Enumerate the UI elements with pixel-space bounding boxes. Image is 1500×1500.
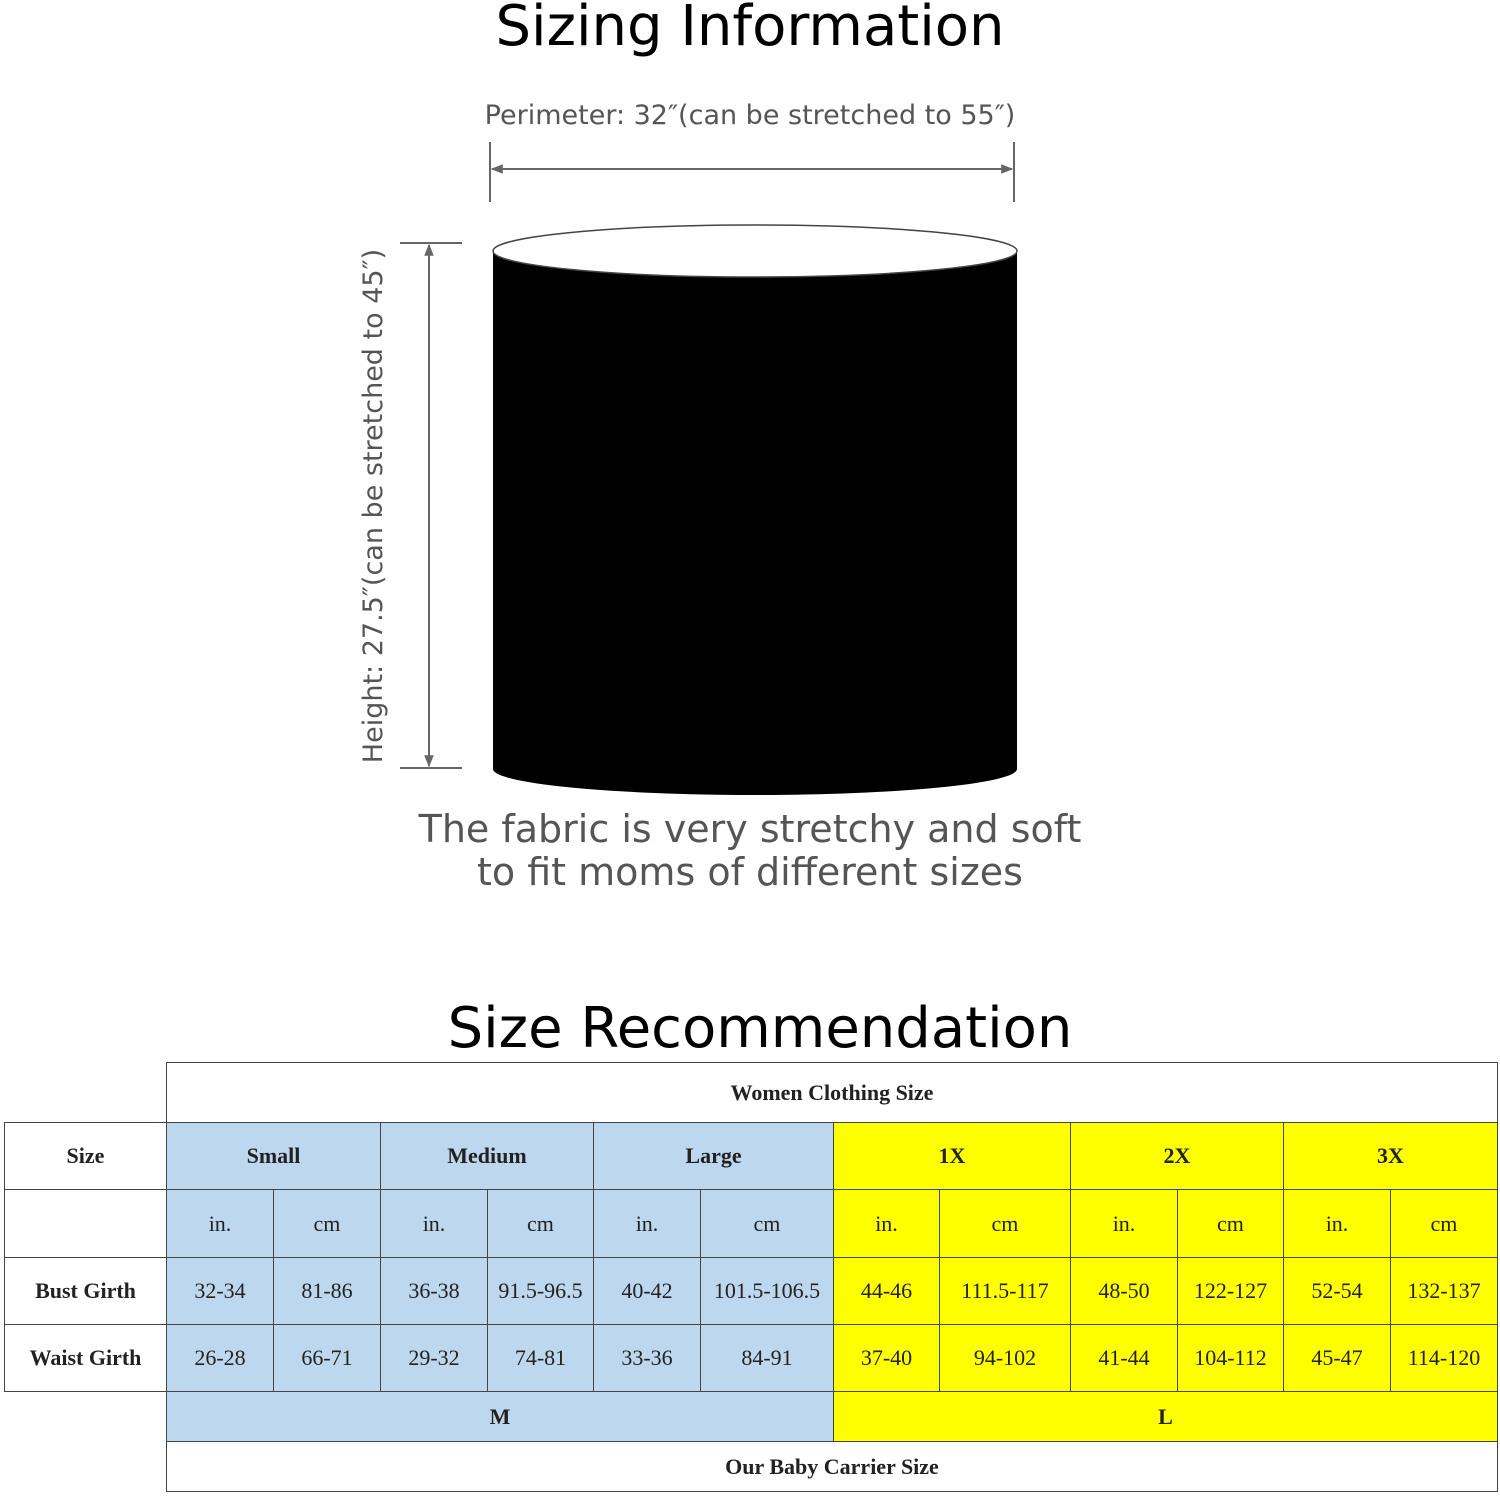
table-cell: 94-102 — [939, 1324, 1071, 1392]
waist-girth-row: Waist Girth 26-28 66-71 29-32 74-81 33-3… — [4, 1324, 1498, 1392]
table-cell: 33-36 — [593, 1324, 701, 1392]
unit-cell: cm — [273, 1189, 381, 1258]
sizes-row: Size Small Medium Large 1X 2X 3X — [4, 1122, 1498, 1190]
unit-cell: in. — [833, 1189, 940, 1258]
table-cell: 52-54 — [1283, 1257, 1391, 1325]
unit-cell: cm — [487, 1189, 594, 1258]
table-cell: 32-34 — [166, 1257, 274, 1325]
table-cell: 29-32 — [380, 1324, 488, 1392]
table-cell: 122-127 — [1177, 1257, 1284, 1325]
table-cell: 44-46 — [833, 1257, 940, 1325]
height-label: Height: 27.5″(can be stretched to 45″) — [358, 248, 389, 764]
table-cell: 104-112 — [1177, 1324, 1284, 1392]
baby-carrier-size-footer: Our Baby Carrier Size — [166, 1441, 1498, 1492]
table-cell: 101.5-106.5 — [700, 1257, 834, 1325]
unit-cell: in. — [1070, 1189, 1178, 1258]
perimeter-label: Perimeter: 32″(can be stretched to 55″) — [484, 100, 1016, 131]
size-2x: 2X — [1070, 1122, 1284, 1190]
caption-line-1: The fabric is very stretchy and soft — [418, 807, 1082, 851]
size-1x: 1X — [833, 1122, 1071, 1190]
carrier-size-m: M — [166, 1391, 834, 1442]
row-label-bust-girth: Bust Girth — [4, 1257, 167, 1325]
size-large: Large — [593, 1122, 834, 1190]
units-label-empty — [4, 1189, 167, 1258]
table-cell: 132-137 — [1390, 1257, 1498, 1325]
size-label: Size — [4, 1122, 167, 1190]
size-3x: 3X — [1283, 1122, 1498, 1190]
carrier-size-l: L — [833, 1391, 1498, 1442]
unit-cell: in. — [593, 1189, 701, 1258]
table-cell: 66-71 — [273, 1324, 381, 1392]
size-small: Small — [166, 1122, 381, 1190]
footer-row: Our Baby Carrier Size — [5, 1441, 1498, 1492]
size-recommendation-title: Size Recommendation — [447, 996, 1073, 1061]
unit-cell: cm — [1177, 1189, 1284, 1258]
unit-cell: cm — [939, 1189, 1071, 1258]
cylinder-body — [493, 251, 1017, 795]
women-clothing-size-header: Women Clothing Size — [166, 1062, 1498, 1123]
size-chart-table: Women Clothing Size Size Small Medium La… — [4, 1062, 1498, 1492]
unit-cell: cm — [700, 1189, 834, 1258]
units-row: in. cm in. cm in. cm in. cm in. cm in. c… — [4, 1189, 1498, 1258]
unit-cell: in. — [166, 1189, 274, 1258]
unit-cell: in. — [1283, 1189, 1391, 1258]
row-label-waist-girth: Waist Girth — [4, 1324, 167, 1392]
bust-girth-row: Bust Girth 32-34 81-86 36-38 91.5-96.5 4… — [4, 1257, 1498, 1325]
table-cell: 37-40 — [833, 1324, 940, 1392]
table-cell: 81-86 — [273, 1257, 381, 1325]
table-cell: 40-42 — [593, 1257, 701, 1325]
table-cell: 111.5-117 — [939, 1257, 1071, 1325]
table-cell: 45-47 — [1283, 1324, 1391, 1392]
cylinder-top-opening — [492, 224, 1018, 278]
table-cell: 41-44 — [1070, 1324, 1178, 1392]
table-cell: 84-91 — [700, 1324, 834, 1392]
fabric-caption: The fabric is very stretchy and soft to … — [0, 808, 1500, 894]
header-row: Women Clothing Size — [5, 1062, 1498, 1123]
table-cell: 114-120 — [1390, 1324, 1498, 1392]
table-cell: 26-28 — [166, 1324, 274, 1392]
unit-cell: in. — [380, 1189, 488, 1258]
caption-line-2: to fit moms of different sizes — [477, 850, 1023, 894]
unit-cell: cm — [1390, 1189, 1498, 1258]
table-cell: 91.5-96.5 — [487, 1257, 594, 1325]
table-cell: 48-50 — [1070, 1257, 1178, 1325]
sizing-title: Sizing Information — [495, 0, 1005, 59]
table-cell: 74-81 — [487, 1324, 594, 1392]
carrier-size-row: M L — [5, 1391, 1498, 1442]
table-cell: 36-38 — [380, 1257, 488, 1325]
size-medium: Medium — [380, 1122, 594, 1190]
